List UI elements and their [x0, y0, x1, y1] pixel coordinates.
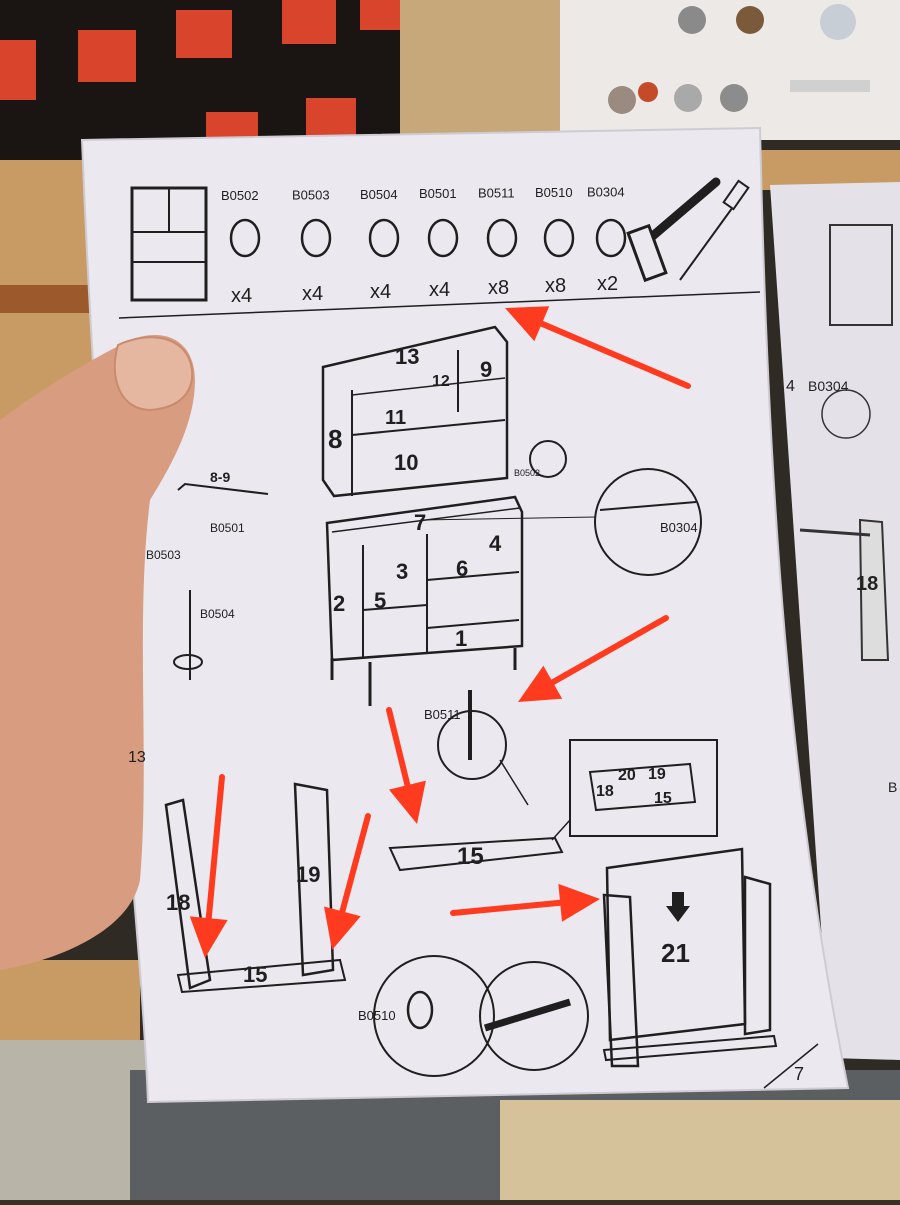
spring-insert-icon	[427, 218, 459, 258]
drawer-labels: 20 19 18 15	[596, 766, 672, 807]
right-sheet-step: 4	[786, 378, 795, 395]
particle-board-edge	[500, 1100, 900, 1200]
panel-number-6: 6	[456, 556, 468, 581]
red-arrow-panel-21	[450, 883, 600, 922]
part-code-b0510: B0510	[535, 185, 573, 200]
bottom-part-19: 19	[296, 862, 320, 887]
cam-lock-icon	[229, 218, 261, 258]
red-arrow-board-15	[386, 707, 426, 824]
panel-number-3: 3	[396, 559, 408, 584]
drawer-part-19: 19	[648, 766, 666, 783]
right-sheet-part-18: 18	[856, 573, 878, 595]
b0510-label: B0510	[358, 1008, 396, 1023]
part-qty-b0502: x4	[231, 285, 252, 307]
instruction-sheet	[80, 126, 850, 1104]
hand	[0, 334, 195, 970]
side-b0504-label: B0504	[200, 607, 235, 621]
panel-number-10: 10	[394, 450, 418, 475]
part-qty-b0511: x8	[488, 277, 509, 299]
part-qty-b0504: x4	[370, 281, 391, 303]
side-b0501-label: B0501	[210, 521, 245, 535]
red-arrow-panel-19	[324, 813, 371, 950]
red-arrows	[189, 306, 691, 958]
part-code-b0511: B0511	[478, 186, 515, 201]
cam-disc-icon	[543, 218, 575, 258]
b0511-callout: B0511	[424, 690, 529, 806]
small-b0502-label: B0502	[514, 468, 540, 478]
bottom-part-15-board: 15	[457, 843, 484, 870]
panel-number-9: 9	[480, 357, 492, 382]
bottom-labels: 18 19 15 15 21	[166, 843, 690, 987]
panel-number-5: 5	[374, 588, 386, 613]
part-qty-b0304: x2	[597, 273, 618, 295]
bottom-part-15-base: 15	[243, 962, 267, 987]
panel-number-7: 7	[414, 510, 426, 535]
panel-number-8: 8	[328, 424, 342, 454]
panel-number-4: 4	[489, 531, 502, 556]
right-sheet-code: B0304	[808, 378, 849, 394]
wood-screw-icon	[595, 218, 627, 258]
cardboard-box	[400, 0, 590, 150]
header-divider	[118, 291, 761, 319]
b0510-callout: B0510	[358, 955, 589, 1077]
drawer-part-15: 15	[654, 790, 672, 807]
page-number: 7	[794, 1064, 804, 1084]
red-arrow-header	[505, 306, 691, 389]
side-step-8-9: 8-9 B0501 B0503 B0504	[146, 469, 269, 680]
bottom-assembly-drawing	[164, 782, 778, 1068]
parts-row: B0502 x4 B0503 x4 B0504 x4 B0501 x4 B0511 x8 B0510…	[221, 184, 627, 307]
part-code-b0503: B0503	[292, 187, 330, 202]
drawer-inset	[551, 739, 718, 841]
upper-hutch-drawing	[321, 325, 567, 498]
part-qty-b0503: x4	[302, 283, 323, 305]
red-arrow-b0511	[518, 615, 669, 702]
bottom-part-18: 18	[166, 890, 190, 915]
screw-icon	[486, 218, 518, 258]
panel-number-12: 12	[432, 373, 450, 390]
part-code-b0304: B0304	[587, 184, 625, 199]
panel-number-13: 13	[395, 344, 419, 369]
panel-number-11: 11	[385, 407, 406, 429]
callout-b0304-label: B0304	[660, 520, 698, 535]
panel-labels: 13 12 9 11 8 10 7 4 3 6 2 5 1	[328, 344, 502, 651]
connector-bolt-icon	[368, 218, 400, 258]
down-arrow-icon	[666, 892, 690, 922]
side-b0503-label: B0503	[146, 548, 181, 562]
bottom-part-21: 21	[661, 938, 690, 968]
appliance-box-photos	[608, 4, 870, 114]
part-qty-b0510: x8	[545, 275, 566, 297]
part-qty-b0501: x4	[429, 279, 450, 301]
b0304-callout: B0304 B0502	[419, 468, 702, 576]
hammer-icon	[626, 177, 721, 283]
right-sheet-cut-label: B	[888, 779, 897, 795]
b0511-label: B0511	[424, 707, 461, 722]
parts-header	[118, 177, 761, 319]
drawer-part-18: 18	[596, 783, 614, 800]
part-code-b0502: B0502	[221, 188, 259, 203]
page-corner-line	[763, 1043, 819, 1089]
dowel-icon	[300, 218, 332, 258]
part-code-b0504: B0504	[360, 187, 398, 202]
red-arrow-panel-18	[189, 774, 228, 958]
panel-number-1: 1	[455, 626, 467, 651]
second-instruction-sheet: 4 B0304 18 B	[770, 182, 900, 1060]
drawer-part-20: 20	[618, 767, 636, 784]
step-13-number: 13	[128, 749, 146, 766]
step-8-9-label: 8-9	[210, 469, 230, 485]
screwdriver-icon	[679, 179, 750, 281]
panel-number-2: 2	[333, 591, 345, 616]
part-code-b0501: B0501	[419, 186, 457, 201]
